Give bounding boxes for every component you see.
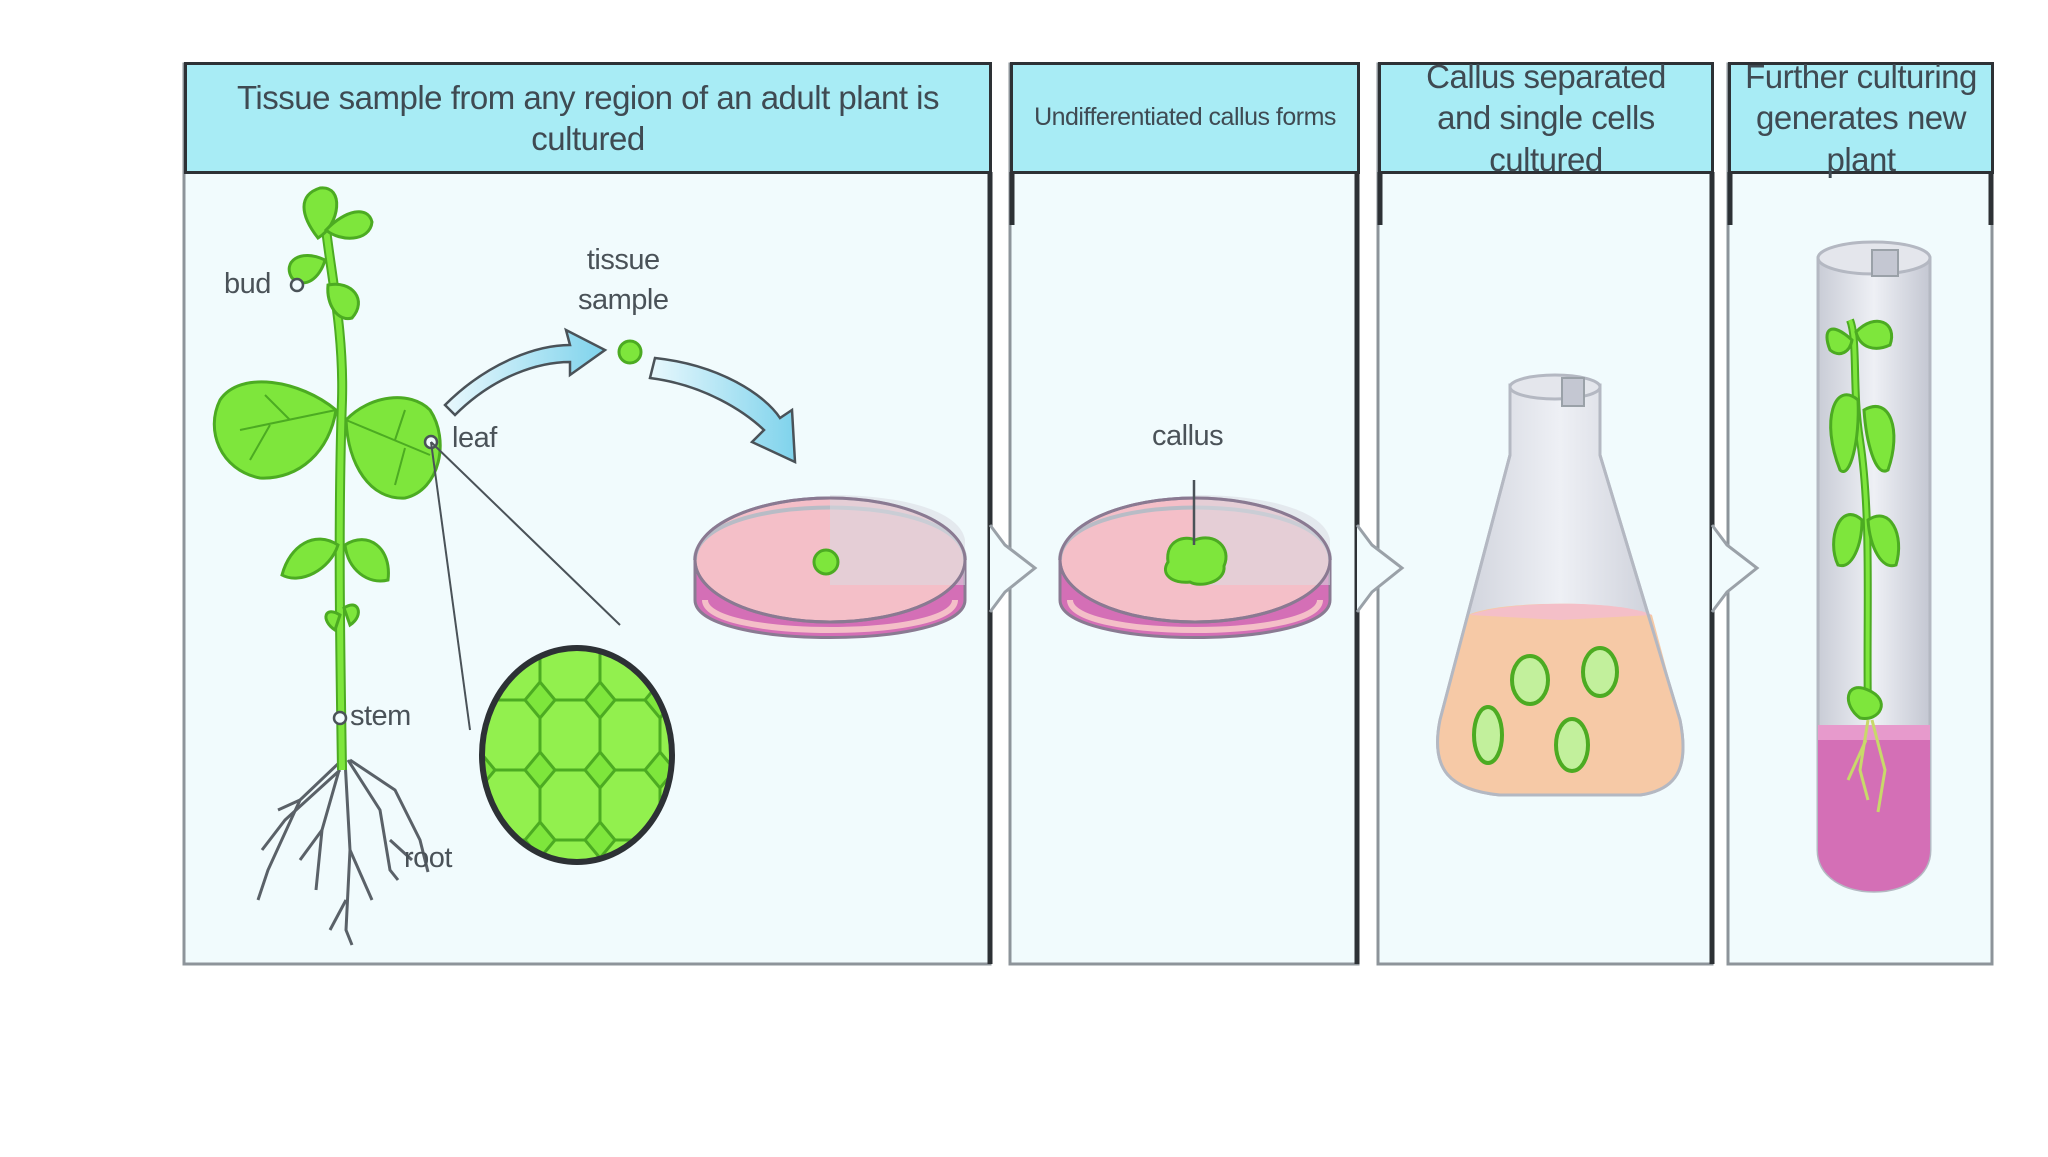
petri-dish-1 [695, 495, 965, 638]
panel-4-header-text: Further culturing generates new plant [1739, 56, 1983, 180]
panel-2-header-text: Undifferentiated callus forms [1034, 102, 1336, 133]
panel-3-header: Callus separated and single cells cultur… [1378, 62, 1714, 174]
label-root: root [404, 842, 452, 875]
test-tube-with-plant [1818, 242, 1930, 891]
label-tissue-sample: tissue sample [578, 240, 669, 320]
panel-2-header: Undifferentiated callus forms [1010, 62, 1360, 174]
panel-1-header: Tissue sample from any region of an adul… [184, 62, 992, 174]
label-leaf: leaf [452, 422, 497, 455]
panel-3-header-text: Callus separated and single cells cultur… [1413, 56, 1679, 180]
panel-1-header-text: Tissue sample from any region of an adul… [187, 77, 989, 160]
label-callus: callus [1152, 420, 1223, 453]
tissue-sample-piece [619, 341, 641, 363]
label-bud: bud [224, 268, 271, 301]
label-stem: stem [350, 700, 411, 733]
panel-4-header: Further culturing generates new plant [1728, 62, 1994, 174]
